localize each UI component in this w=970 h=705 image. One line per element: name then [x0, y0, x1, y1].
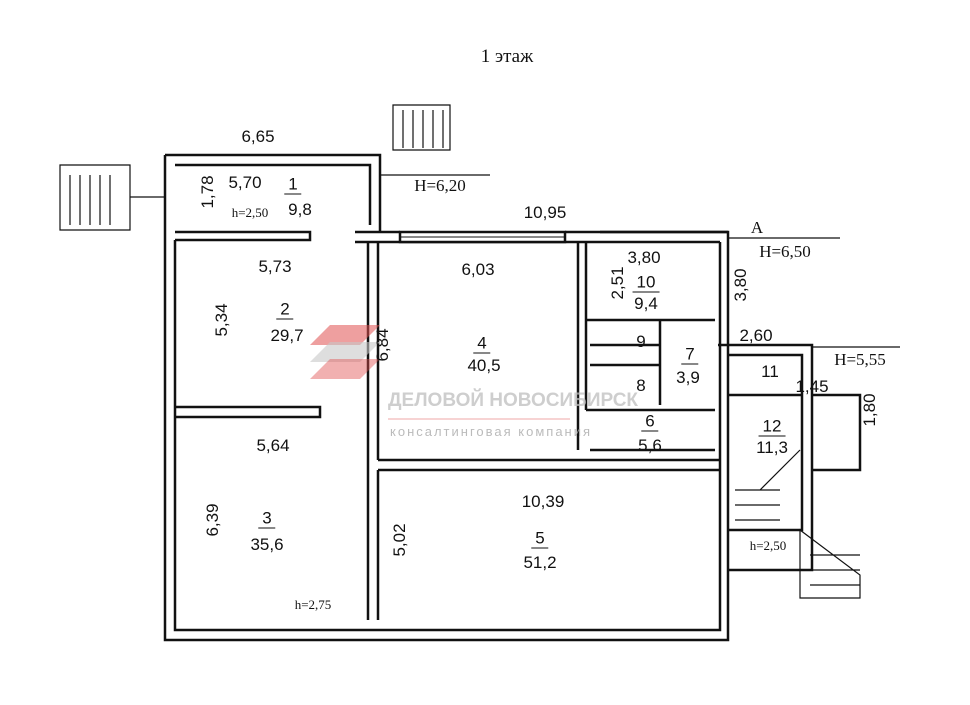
room-area: 51,2 — [523, 553, 557, 572]
dim-label: 6,03 — [461, 260, 495, 279]
room-number: 7 — [681, 345, 699, 365]
dim-label: 6,39 — [203, 503, 222, 537]
dim-label: 5,73 — [258, 257, 292, 276]
room-area: 11,3 — [756, 438, 788, 457]
watermark-logo-icon — [310, 325, 380, 379]
dim-label: 2,51 — [608, 266, 627, 300]
dim-label: 5,70 — [228, 173, 262, 192]
dim-label: 6,84 — [373, 328, 392, 362]
floor-title: 1 этаж — [480, 46, 534, 67]
room-area: 35,6 — [250, 535, 284, 554]
dim-label: 10,95 — [523, 203, 567, 222]
room-area: 9,4 — [634, 294, 658, 313]
room-number: 2 — [276, 300, 294, 320]
room-number: 6 — [641, 412, 659, 432]
room-number: 12 — [758, 417, 786, 437]
dim-label: 5,34 — [212, 303, 231, 337]
axis-label: A — [750, 218, 764, 237]
dim-label: 5,02 — [390, 523, 409, 557]
room-area: 3,9 — [676, 368, 700, 387]
room-number: 8 — [636, 376, 646, 395]
dim-label: 1,80 — [860, 393, 879, 427]
dim-label: 1,45 — [795, 377, 829, 396]
dim-label: 6,65 — [241, 127, 275, 146]
height-label: H=5,55 — [834, 350, 886, 369]
room-area: 40,5 — [467, 356, 501, 375]
room-number: 3 — [258, 509, 276, 529]
ceiling-height: h=2,50 — [231, 205, 269, 220]
dim-label: 2,60 — [739, 326, 773, 345]
dim-label: 3,80 — [627, 248, 661, 267]
watermark-subtitle: консалтинговая компания — [390, 424, 593, 439]
dim-label: 1,78 — [198, 175, 217, 209]
ceiling-height: h=2,50 — [749, 538, 787, 553]
ceiling-height: h=2,75 — [294, 597, 332, 612]
room-number: 9 — [636, 332, 646, 351]
height-label: H=6,50 — [759, 242, 811, 261]
room-number: 11 — [761, 362, 779, 381]
room-number: 10 — [632, 273, 660, 293]
watermark-title: ДЕЛОВОЙ НОВОСИБИРСК — [388, 390, 639, 411]
room-area: 9,8 — [288, 200, 312, 219]
dim-label: 3,80 — [731, 268, 750, 302]
room-area: 29,7 — [270, 326, 304, 345]
room-number: 1 — [284, 175, 302, 195]
room-area: 5,6 — [638, 436, 662, 455]
room-number: 5 — [531, 529, 549, 549]
room-number: 4 — [473, 334, 491, 354]
height-label: H=6,20 — [414, 176, 466, 195]
dim-label: 10,39 — [521, 492, 565, 511]
dim-label: 5,64 — [256, 436, 290, 455]
